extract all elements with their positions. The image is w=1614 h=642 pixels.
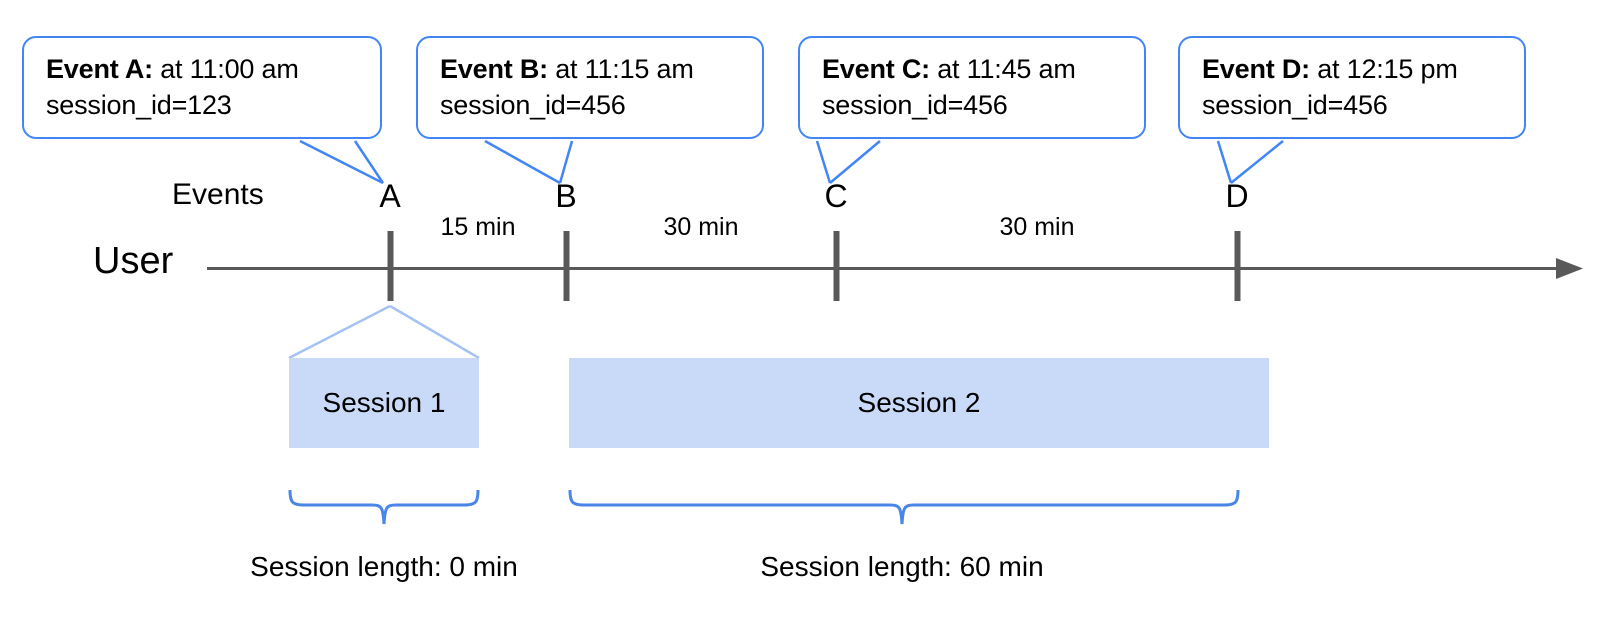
callout-d-title: Event D: [1202, 54, 1310, 84]
callout-leader-c [829, 140, 881, 184]
session1-tent-right [389, 304, 480, 360]
session-1-length-label: Session length: 0 min [250, 551, 518, 582]
events-row-label: Events [172, 178, 264, 211]
callout-event-b[interactable]: Event B: at 11:15 am session_id=456 [416, 36, 764, 140]
callout-b-title: Event B: [440, 54, 548, 84]
user-row-label: User [93, 240, 174, 282]
event-letter-a: A [379, 178, 401, 214]
callout-event-c[interactable]: Event C: at 11:45 am session_id=456 [798, 36, 1146, 140]
event-letter-b: B [555, 178, 577, 214]
session-block-1-label: Session 1 [322, 387, 446, 418]
callout-b-time: at 11:15 am [547, 54, 694, 84]
callout-leader-d2 [1216, 140, 1233, 184]
callout-leader-a [299, 139, 384, 185]
gap-label-c-d: 30 min [999, 213, 1075, 241]
session1-brace [288, 489, 480, 525]
event-letter-c: C [824, 178, 848, 214]
callout-a-session: session_id=123 [46, 89, 232, 120]
callout-leader-a2 [353, 140, 385, 184]
callout-event-a[interactable]: Event A: at 11:00 am session_id=123 [22, 36, 382, 140]
callout-c-session: session_id=456 [822, 89, 1008, 120]
callout-b-session: session_id=456 [440, 89, 626, 120]
callout-leader-c2 [815, 140, 832, 184]
callout-leader-d [1230, 140, 1284, 184]
session-block-2-label: Session 2 [857, 387, 981, 418]
callout-a-title: Event A: [46, 54, 153, 84]
callout-event-d[interactable]: Event D: at 12:15 pm session_id=456 [1178, 36, 1526, 140]
session-block-2[interactable]: Session 2 [569, 358, 1269, 448]
gap-label-a-b: 15 min [440, 213, 516, 241]
session2-brace [568, 489, 1240, 525]
callout-c-time: at 11:45 am [929, 54, 1076, 84]
session-block-1[interactable]: Session 1 [289, 358, 479, 448]
gap-label-b-c: 30 min [663, 213, 739, 241]
callout-d-session: session_id=456 [1202, 89, 1388, 120]
event-letter-d: D [1225, 178, 1249, 214]
callout-leader-b [484, 139, 561, 185]
callout-leader-b2 [558, 140, 574, 184]
session1-tent-left [288, 304, 391, 360]
callout-c-title: Event C: [822, 54, 930, 84]
callout-d-time: at 12:15 pm [1309, 54, 1458, 84]
session-2-length-label: Session length: 60 min [760, 551, 1044, 582]
callout-a-time: at 11:00 am [152, 54, 299, 84]
